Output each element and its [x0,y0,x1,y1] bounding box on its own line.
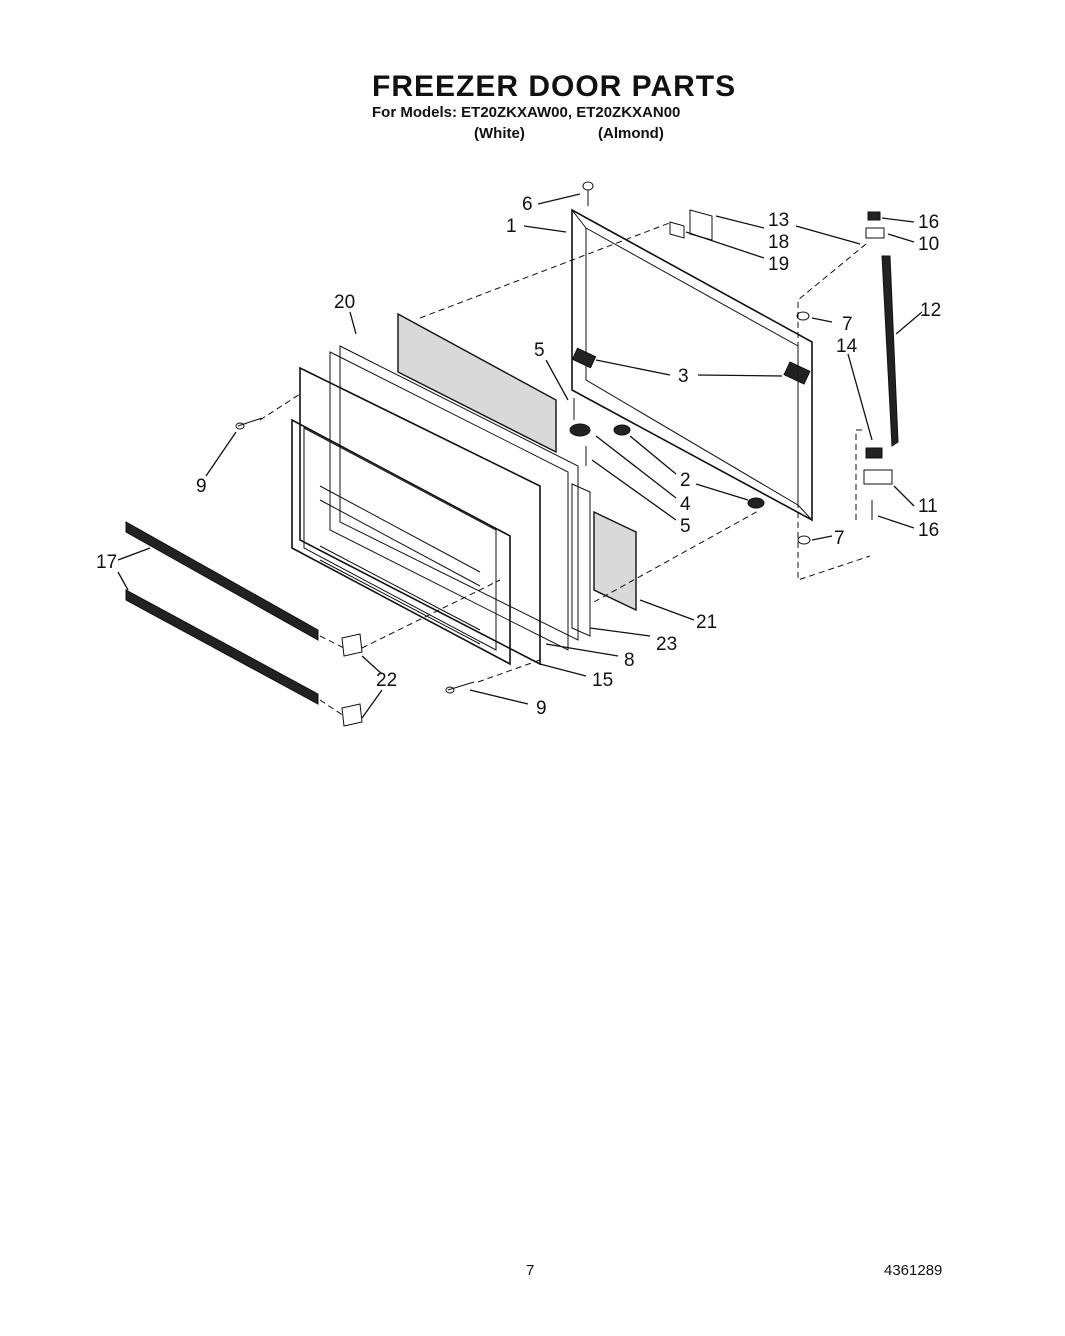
gaskets [329,345,591,651]
labels-18-19 [669,209,713,241]
screws-9 [235,417,475,694]
callout-9-right: 9 [536,698,547,719]
end-caps [341,633,363,727]
callout-14: 14 [836,336,858,357]
shelf-ribs [319,485,481,645]
callout-21: 21 [696,612,717,633]
variant-almond: (Almond) [598,125,664,142]
callout-18: 18 [768,232,789,253]
handle-parts [797,211,899,581]
callout-15: 15 [592,670,613,691]
callout-10: 10 [918,234,939,255]
callout-4: 4 [680,494,691,515]
callout-2: 2 [680,470,691,491]
callout-16-upper: 16 [918,212,939,233]
callout-12: 12 [920,300,941,321]
callout-23: 23 [656,634,677,655]
trim-strips [125,521,319,705]
callout-11: 11 [918,496,938,517]
callout-1: 1 [506,216,517,237]
callout-6: 6 [522,194,533,215]
page-title: FREEZER DOOR PARTS [372,70,737,103]
callout-numbers: 6 1 5 3 2 4 5 7 7 13 18 19 16 10 12 14 1… [96,194,941,719]
callout-7-upper: 7 [842,314,853,335]
insulation-panel [397,312,637,612]
callout-13: 13 [768,210,789,231]
callout-22: 22 [376,670,397,691]
callout-9-left: 9 [196,476,207,497]
callout-8: 8 [624,650,635,671]
assembly-lines [259,221,761,717]
callout-3: 3 [678,366,689,387]
document-number: 4361289 [884,1262,943,1279]
callout-16-lower: 16 [918,520,939,541]
page-number: 7 [526,1262,535,1279]
leader-lines [117,193,923,719]
callout-20: 20 [334,292,355,313]
callout-7-lower: 7 [834,528,845,549]
variant-white: (White) [474,125,525,142]
models-line: For Models: ET20ZKXAW00, ET20ZKXAN00 [372,104,681,121]
callout-5-lower: 5 [680,516,691,537]
callout-19: 19 [768,254,789,275]
hardware [569,181,811,545]
callout-17: 17 [96,552,117,573]
hinge-brackets [571,347,811,385]
callout-5-upper: 5 [534,340,545,361]
